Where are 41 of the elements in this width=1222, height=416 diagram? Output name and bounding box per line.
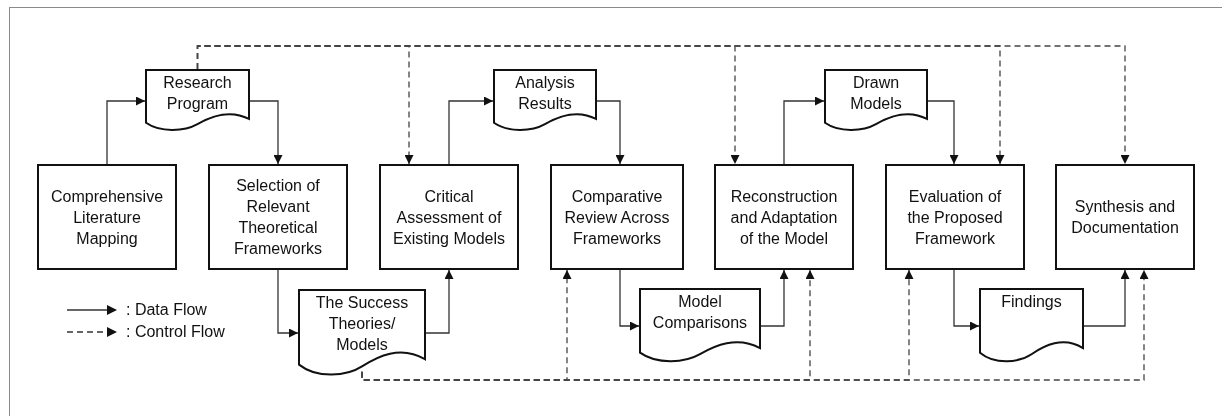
- process-box: [550, 164, 684, 270]
- node-label: Comprehensive Literature Mapping: [49, 186, 165, 249]
- process-box: [208, 164, 348, 270]
- document-shape: [979, 288, 1084, 365]
- node-label: Model Comparisons: [651, 292, 749, 333]
- node-label: Evaluation of the Proposed Framework: [906, 186, 1004, 249]
- arrow: [1083, 269, 1130, 327]
- legend-label: : Control Flow: [126, 323, 225, 341]
- arrow: [277, 269, 299, 338]
- arrow: [783, 96, 825, 165]
- document-shape: [824, 69, 928, 133]
- legend-label: : Data Flow: [126, 301, 207, 319]
- document-shape: [639, 288, 761, 365]
- node-label: Research Program: [162, 73, 233, 114]
- node-label: Reconstruction and Adaptation of the Model: [729, 186, 839, 249]
- arrow: [619, 269, 640, 331]
- arrow: [760, 269, 789, 327]
- arrow: [249, 100, 283, 165]
- process-box: [885, 164, 1025, 270]
- arrow: [425, 269, 454, 334]
- node-label: Findings: [1001, 292, 1062, 312]
- arrow: [448, 96, 494, 165]
- node-label: Critical Assessment of Existing Models: [391, 186, 506, 249]
- arrow: [106, 96, 146, 165]
- document-shape: [145, 69, 250, 133]
- process-box: [1055, 164, 1195, 270]
- node-label: Drawn Models: [849, 73, 903, 114]
- node-label: Analysis Results: [514, 73, 576, 114]
- node-label: The Success Theories/ Models: [314, 293, 410, 355]
- arrow: [596, 100, 625, 165]
- process-box: [37, 164, 177, 270]
- node-label: Selection of Relevant Theoretical Frameworks: [233, 176, 323, 259]
- node-label: Synthesis and Documentation: [1070, 197, 1180, 238]
- arrow: [953, 269, 980, 331]
- process-box: [714, 164, 854, 270]
- document-shape: [298, 289, 426, 379]
- arrow: [927, 100, 959, 165]
- process-box: [379, 164, 519, 270]
- dashed-arrow: [361, 269, 1149, 381]
- node-label: Comparative Review Across Frameworks: [563, 186, 671, 249]
- document-shape: [493, 69, 597, 133]
